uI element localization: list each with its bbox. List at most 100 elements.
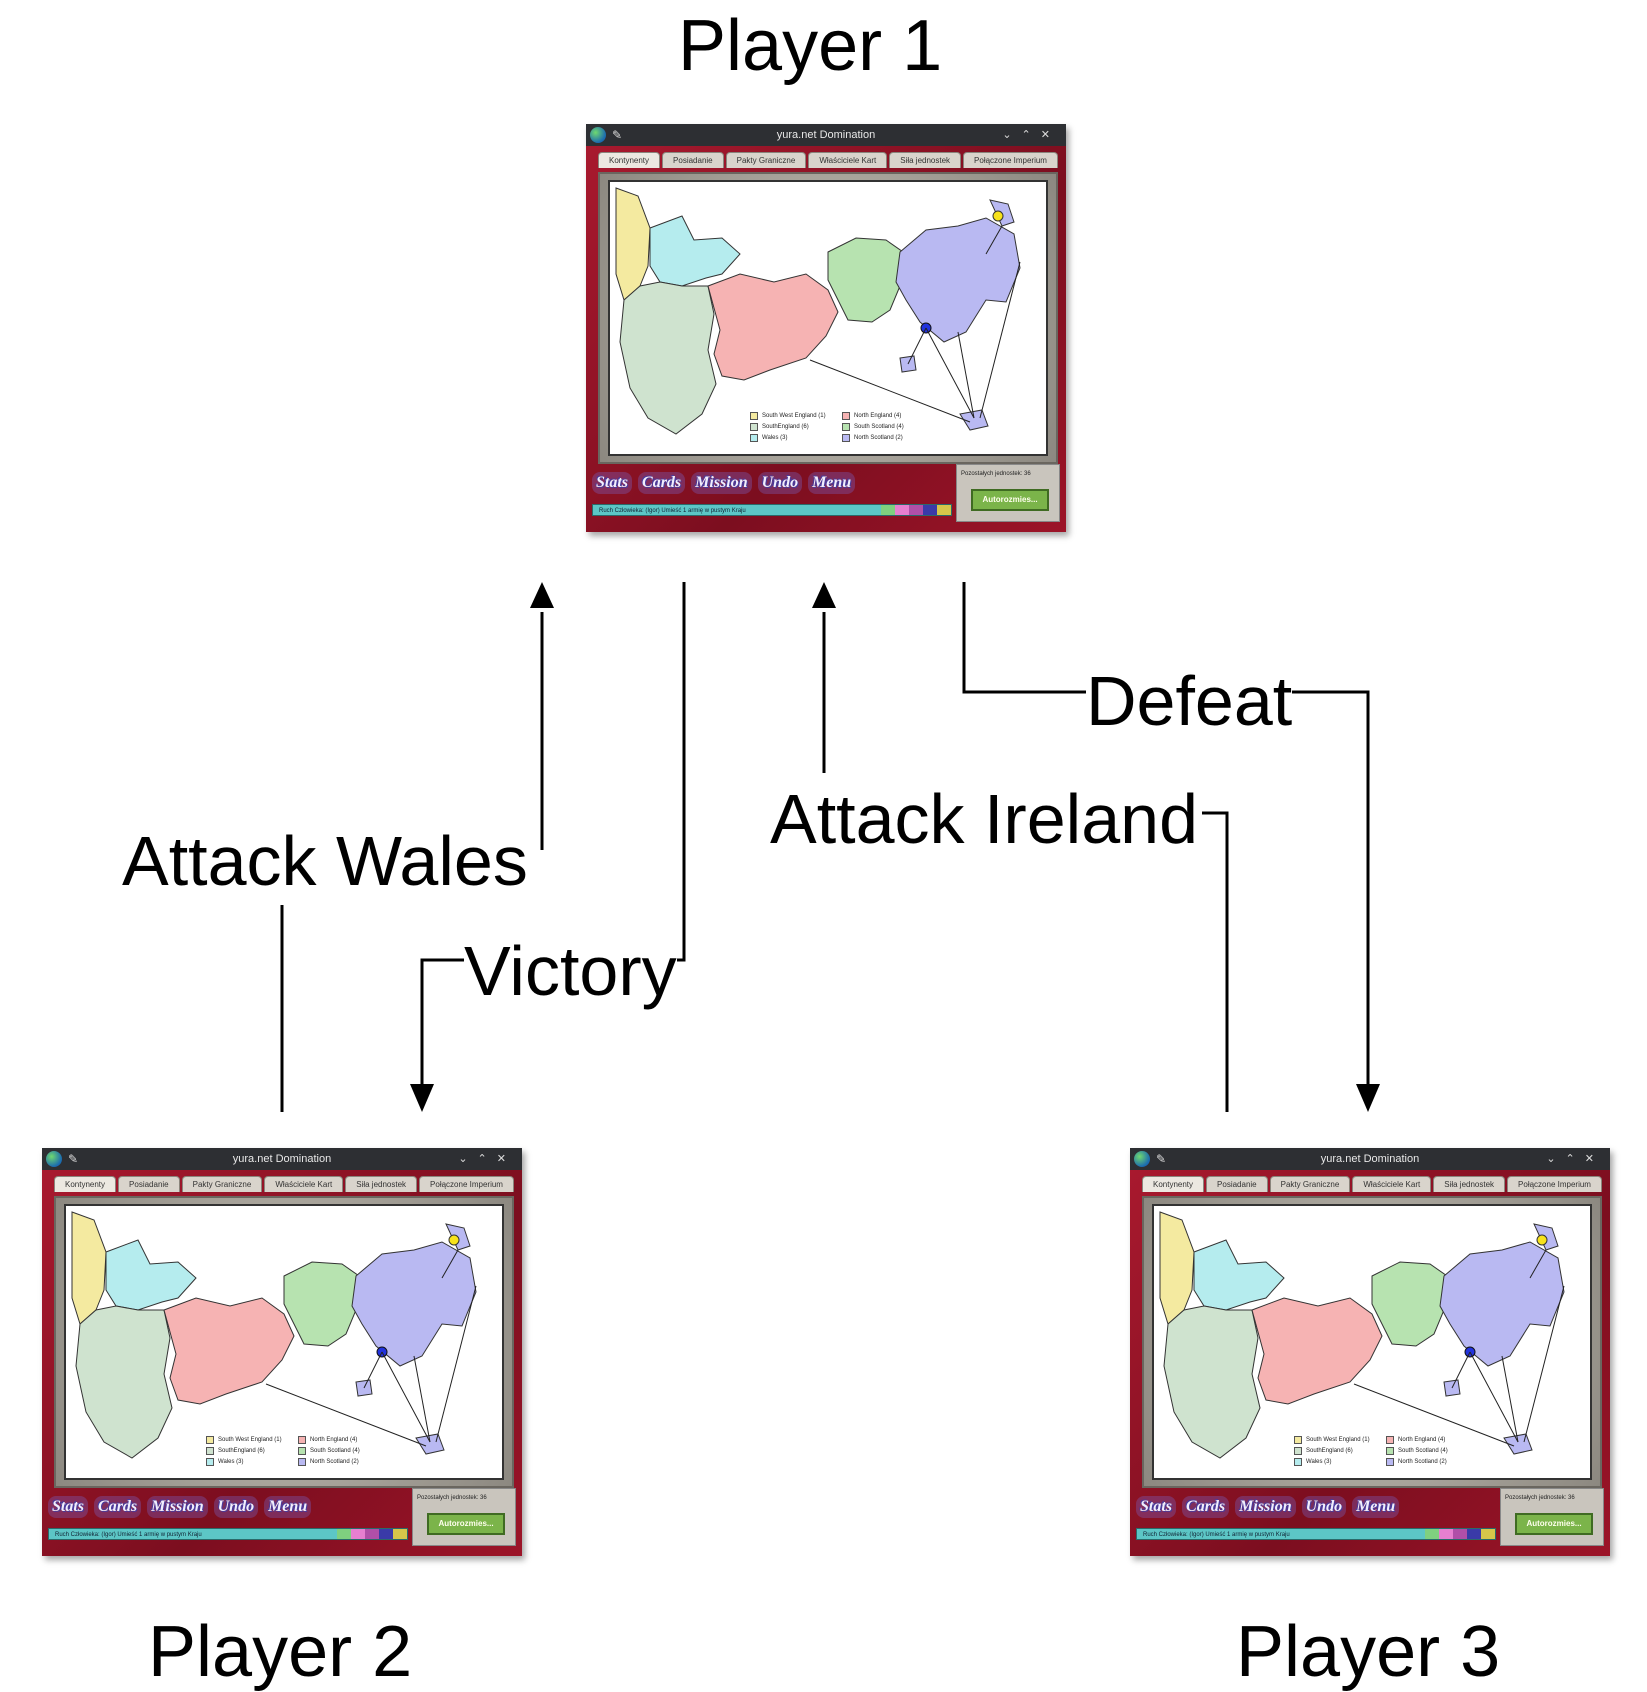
game-window-screenshot: ✎ yura.net Domination ⌄⌃✕ Kontynenty Pos… [42, 1148, 522, 1556]
edge-attack-ireland [1202, 811, 1229, 1112]
legend-swatch-wales [206, 1458, 214, 1466]
legend-swatch-s-scotland [298, 1447, 306, 1455]
undo-button: Undo [757, 472, 803, 494]
mission-button: Mission [1235, 1496, 1296, 1518]
map-regions [615, 187, 1021, 435]
legend-item: Wales (3) [206, 1458, 298, 1466]
legend-item: North Scotland (2) [1386, 1458, 1478, 1466]
tab-imperium: Połączone Imperium [1507, 1176, 1602, 1192]
cards-button: Cards [1182, 1496, 1230, 1518]
swatch-yellow [393, 1529, 407, 1539]
swatch-blue [1467, 1529, 1481, 1539]
legend-swatch-n-england [298, 1436, 306, 1444]
game-bottom-bar: Stats Cards Mission Undo Menu Ruch Człow… [590, 464, 1062, 528]
mission-button: Mission [147, 1496, 208, 1518]
tab-posiadanie: Posiadanie [662, 152, 724, 168]
legend-item: Wales (3) [1294, 1458, 1386, 1466]
game-frame: Kontynenty Posiadanie Pakty Graniczne Wł… [586, 146, 1066, 532]
window-controls-icon: ⌄⌃✕ [1546, 1153, 1604, 1165]
map-canvas: South West England (1) North England (4)… [608, 180, 1048, 456]
legend-item: SouthEngland (6) [1294, 1447, 1386, 1455]
stats-button: Stats [1136, 1496, 1177, 1518]
player-1-label: Player 1 [678, 6, 943, 86]
cards-button: Cards [94, 1496, 142, 1518]
tab-strip: Kontynenty Posiadanie Pakty Graniczne Wł… [1142, 1176, 1602, 1192]
stats-button: Stats [48, 1496, 89, 1518]
autoplace-button: Autorozmies... [427, 1513, 505, 1535]
game-frame: Kontynenty Posiadanie Pakty Graniczne Wł… [1130, 1170, 1610, 1556]
swatch-blue [379, 1529, 393, 1539]
remaining-units: Pozostałych jednostek: 36 [1505, 1495, 1575, 1501]
arrowhead-attack-wales [530, 582, 554, 608]
game-buttons: Stats Cards Mission Undo Menu [592, 466, 952, 500]
pin-icon: ✎ [68, 1152, 79, 1166]
defeat-label: Defeat [1086, 662, 1293, 740]
game-window-screenshot: ✎ yura.net Domination ⌄⌃✕ Kontynenty Pos… [1130, 1148, 1610, 1556]
game-frame: Kontynenty Posiadanie Pakty Graniczne Wł… [42, 1170, 522, 1556]
legend-label: North Scotland (2) [1398, 1459, 1447, 1465]
side-panel: Pozostałych jednostek: 36 Autorozmies... [412, 1488, 516, 1546]
legend-label: North Scotland (2) [854, 435, 903, 441]
legend-item: North England (4) [298, 1436, 390, 1444]
tab-kontynenty: Kontynenty [598, 152, 661, 168]
tab-pakty: Pakty Graniczne [181, 1176, 263, 1192]
legend-swatch-sw-england [1294, 1436, 1302, 1444]
window-title: yura.net Domination [776, 129, 876, 141]
map-legend: South West England (1) North England (4)… [750, 412, 934, 442]
legend-swatch-n-scotland [1386, 1458, 1394, 1466]
legend-swatch-s-england [1294, 1447, 1302, 1455]
legend-swatch-s-scotland [842, 423, 850, 431]
game-bottom-bar: Stats Cards Mission Undo Menu Ruch Człow… [1134, 1488, 1606, 1552]
arrowhead-attack-ireland [812, 582, 836, 608]
map-regions [71, 1211, 477, 1459]
swatch-pink [895, 505, 909, 515]
legend-label: North England (4) [310, 1437, 358, 1443]
legend-item: North England (4) [1386, 1436, 1478, 1444]
legend-label: SouthEngland (6) [218, 1448, 265, 1454]
swatch-magenta [1453, 1529, 1467, 1539]
legend-item: South Scotland (4) [842, 423, 934, 431]
remaining-units: Pozostałych jednostek: 36 [417, 1495, 487, 1501]
legend-swatch-n-scotland [842, 434, 850, 442]
tab-kontynenty: Kontynenty [54, 1176, 117, 1192]
tab-strip: Kontynenty Posiadanie Pakty Graniczne Wł… [54, 1176, 514, 1192]
legend-item: South Scotland (4) [298, 1447, 390, 1455]
tab-sila: Siła jednostek [345, 1176, 418, 1192]
window-controls-icon: ⌄⌃✕ [458, 1153, 516, 1165]
tab-imperium: Połączone Imperium [419, 1176, 514, 1192]
mission-button: Mission [691, 472, 752, 494]
undo-button: Undo [1301, 1496, 1347, 1518]
game-buttons: Stats Cards Mission Undo Menu [48, 1490, 408, 1524]
pin-icon: ✎ [1156, 1152, 1167, 1166]
tab-wlasciciele: Właściciele Kart [1352, 1176, 1432, 1192]
swatch-pink [1439, 1529, 1453, 1539]
legend-label: North England (4) [1398, 1437, 1446, 1443]
map-legend: South West England (1) North England (4)… [206, 1436, 390, 1466]
legend-item: SouthEngland (6) [750, 423, 842, 431]
status-bar: Ruch Człowieka: (Igor) Umieść 1 armię w … [1136, 1528, 1496, 1540]
legend-item: South West England (1) [206, 1436, 298, 1444]
tab-wlasciciele: Właściciele Kart [808, 152, 888, 168]
map-regions [1159, 1211, 1565, 1459]
legend-item: South Scotland (4) [1386, 1447, 1478, 1455]
window-controls-icon: ⌄⌃✕ [1002, 129, 1060, 141]
legend-item: North Scotland (2) [842, 434, 934, 442]
status-text: Ruch Człowieka: (Igor) Umieść 1 armię w … [1143, 1532, 1290, 1538]
status-text: Ruch Człowieka: (Igor) Umieść 1 armię w … [599, 508, 746, 514]
player-color-swatches [1425, 1529, 1495, 1539]
status-bar: Ruch Człowieka: (Igor) Umieść 1 armię w … [592, 504, 952, 516]
game-buttons: Stats Cards Mission Undo Menu [1136, 1490, 1496, 1524]
map-panel: South West England (1) North England (4)… [598, 172, 1058, 464]
map-canvas: South West England (1) North England (4)… [1152, 1204, 1592, 1480]
legend-item: SouthEngland (6) [206, 1447, 298, 1455]
tab-posiadanie: Posiadanie [118, 1176, 180, 1192]
status-bar: Ruch Człowieka: (Igor) Umieść 1 armię w … [48, 1528, 408, 1540]
globe-icon [1134, 1151, 1150, 1167]
tab-posiadanie: Posiadanie [1206, 1176, 1268, 1192]
window-title: yura.net Domination [1320, 1153, 1420, 1165]
tab-pakty: Pakty Graniczne [1269, 1176, 1351, 1192]
victory-label: Victory [464, 932, 677, 1010]
player-color-swatches [337, 1529, 407, 1539]
player-3-label: Player 3 [1236, 1612, 1501, 1692]
map-panel: South West England (1) North England (4)… [54, 1196, 514, 1488]
